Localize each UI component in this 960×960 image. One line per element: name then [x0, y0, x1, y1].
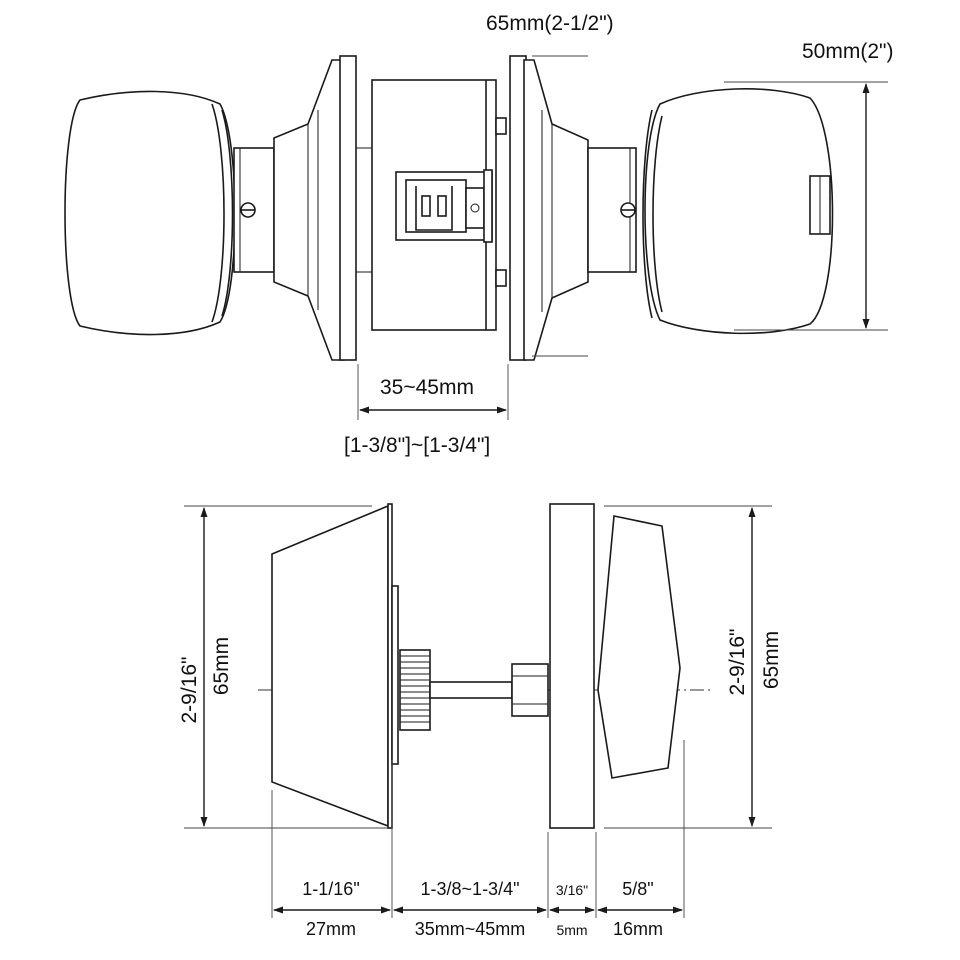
outer-rose-side [271, 503, 399, 829]
top-view: 65mm(2-1/2") 50mm(2") 35~45mm [1-3/8"]~[… [64, 12, 893, 457]
dim4-mm-label: 16mm [613, 919, 663, 939]
spindle-nut [399, 649, 431, 731]
left-height-mm-label: 65mm [210, 637, 233, 695]
latch-mechanism [395, 169, 493, 243]
dim1-in-label: 1-1/16" [302, 879, 359, 899]
door-thickness-dimension: 35~45mm [1-3/8"]~[1-3/4"] [344, 364, 509, 457]
backset-dimension: 65mm(2-1/2") [486, 12, 614, 357]
knob-diameter-dimension: 50mm(2") [724, 40, 893, 331]
right-rose [509, 55, 589, 361]
door-thickness-in-label: [1-3/8"]~[1-3/4"] [344, 434, 490, 457]
right-height-in-label: 2-9/16" [726, 629, 749, 696]
dim3-mm-label: 5mm [556, 922, 587, 938]
dim2-in-label: 1-3/8~1-3/4" [421, 879, 520, 899]
dim2-mm-label: 35mm~45mm [415, 919, 526, 939]
right-height-mm-label: 65mm [760, 631, 783, 689]
right-knob [642, 88, 834, 335]
inner-rose-side [549, 503, 595, 829]
left-neck [233, 147, 275, 273]
left-knob [64, 90, 236, 336]
left-height-in-label: 2-9/16" [178, 657, 201, 724]
inner-knob-side [597, 515, 681, 779]
backset-label: 65mm(2-1/2") [486, 12, 614, 35]
knob-diameter-label: 50mm(2") [802, 40, 893, 63]
dim1-mm-label: 27mm [306, 919, 356, 939]
dim4-in-label: 5/8" [622, 879, 653, 899]
right-height-dimension: 2-9/16" 65mm [726, 507, 783, 827]
dim3-in-label: 3/16" [556, 882, 588, 898]
left-rose [273, 55, 357, 361]
bottom-dimensions: 1-1/16" 27mm 1-3/8~1-3/4" 35mm~45mm 3/16… [273, 879, 683, 939]
side-view: 2-9/16" 65mm 2-9/16" 65mm 1-1/16" 27mm 1… [178, 503, 783, 939]
door-thickness-mm-label: 35~45mm [380, 376, 474, 399]
spindle [429, 663, 549, 717]
left-height-dimension: 2-9/16" 65mm [178, 507, 233, 827]
right-neck [587, 147, 637, 273]
